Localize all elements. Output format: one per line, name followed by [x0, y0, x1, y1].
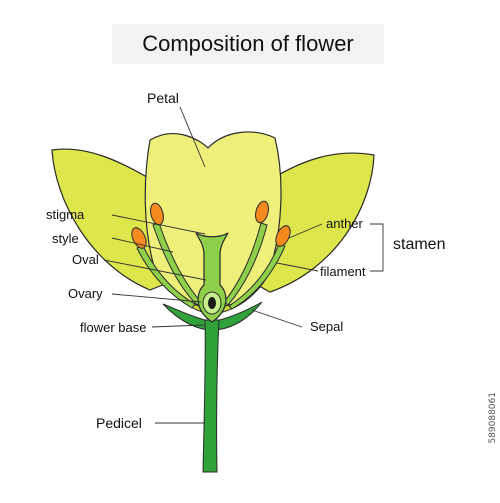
label-sepal: Sepal [310, 319, 344, 334]
stock-id: 589088061 [488, 392, 498, 444]
pedicel-stem [202, 319, 220, 473]
label-filament: filament [320, 264, 366, 279]
label-stigma: stigma [46, 207, 85, 222]
page-title: Composition of flower [142, 31, 354, 56]
label-petal: Petal [147, 90, 179, 106]
label-oval: Oval [72, 252, 99, 267]
label-flower-base: flower base [80, 320, 147, 335]
title-box [112, 24, 384, 64]
sepals [162, 301, 263, 331]
label-pedicel: Pedicel [96, 415, 142, 431]
ovule [208, 297, 216, 309]
filaments [136, 222, 286, 310]
label-ovary: Ovary [68, 286, 103, 301]
label-stamen: stamen [393, 236, 446, 253]
label-anther: anther [326, 216, 363, 231]
label-style: style [52, 231, 79, 246]
leader-lines [103, 106, 384, 424]
